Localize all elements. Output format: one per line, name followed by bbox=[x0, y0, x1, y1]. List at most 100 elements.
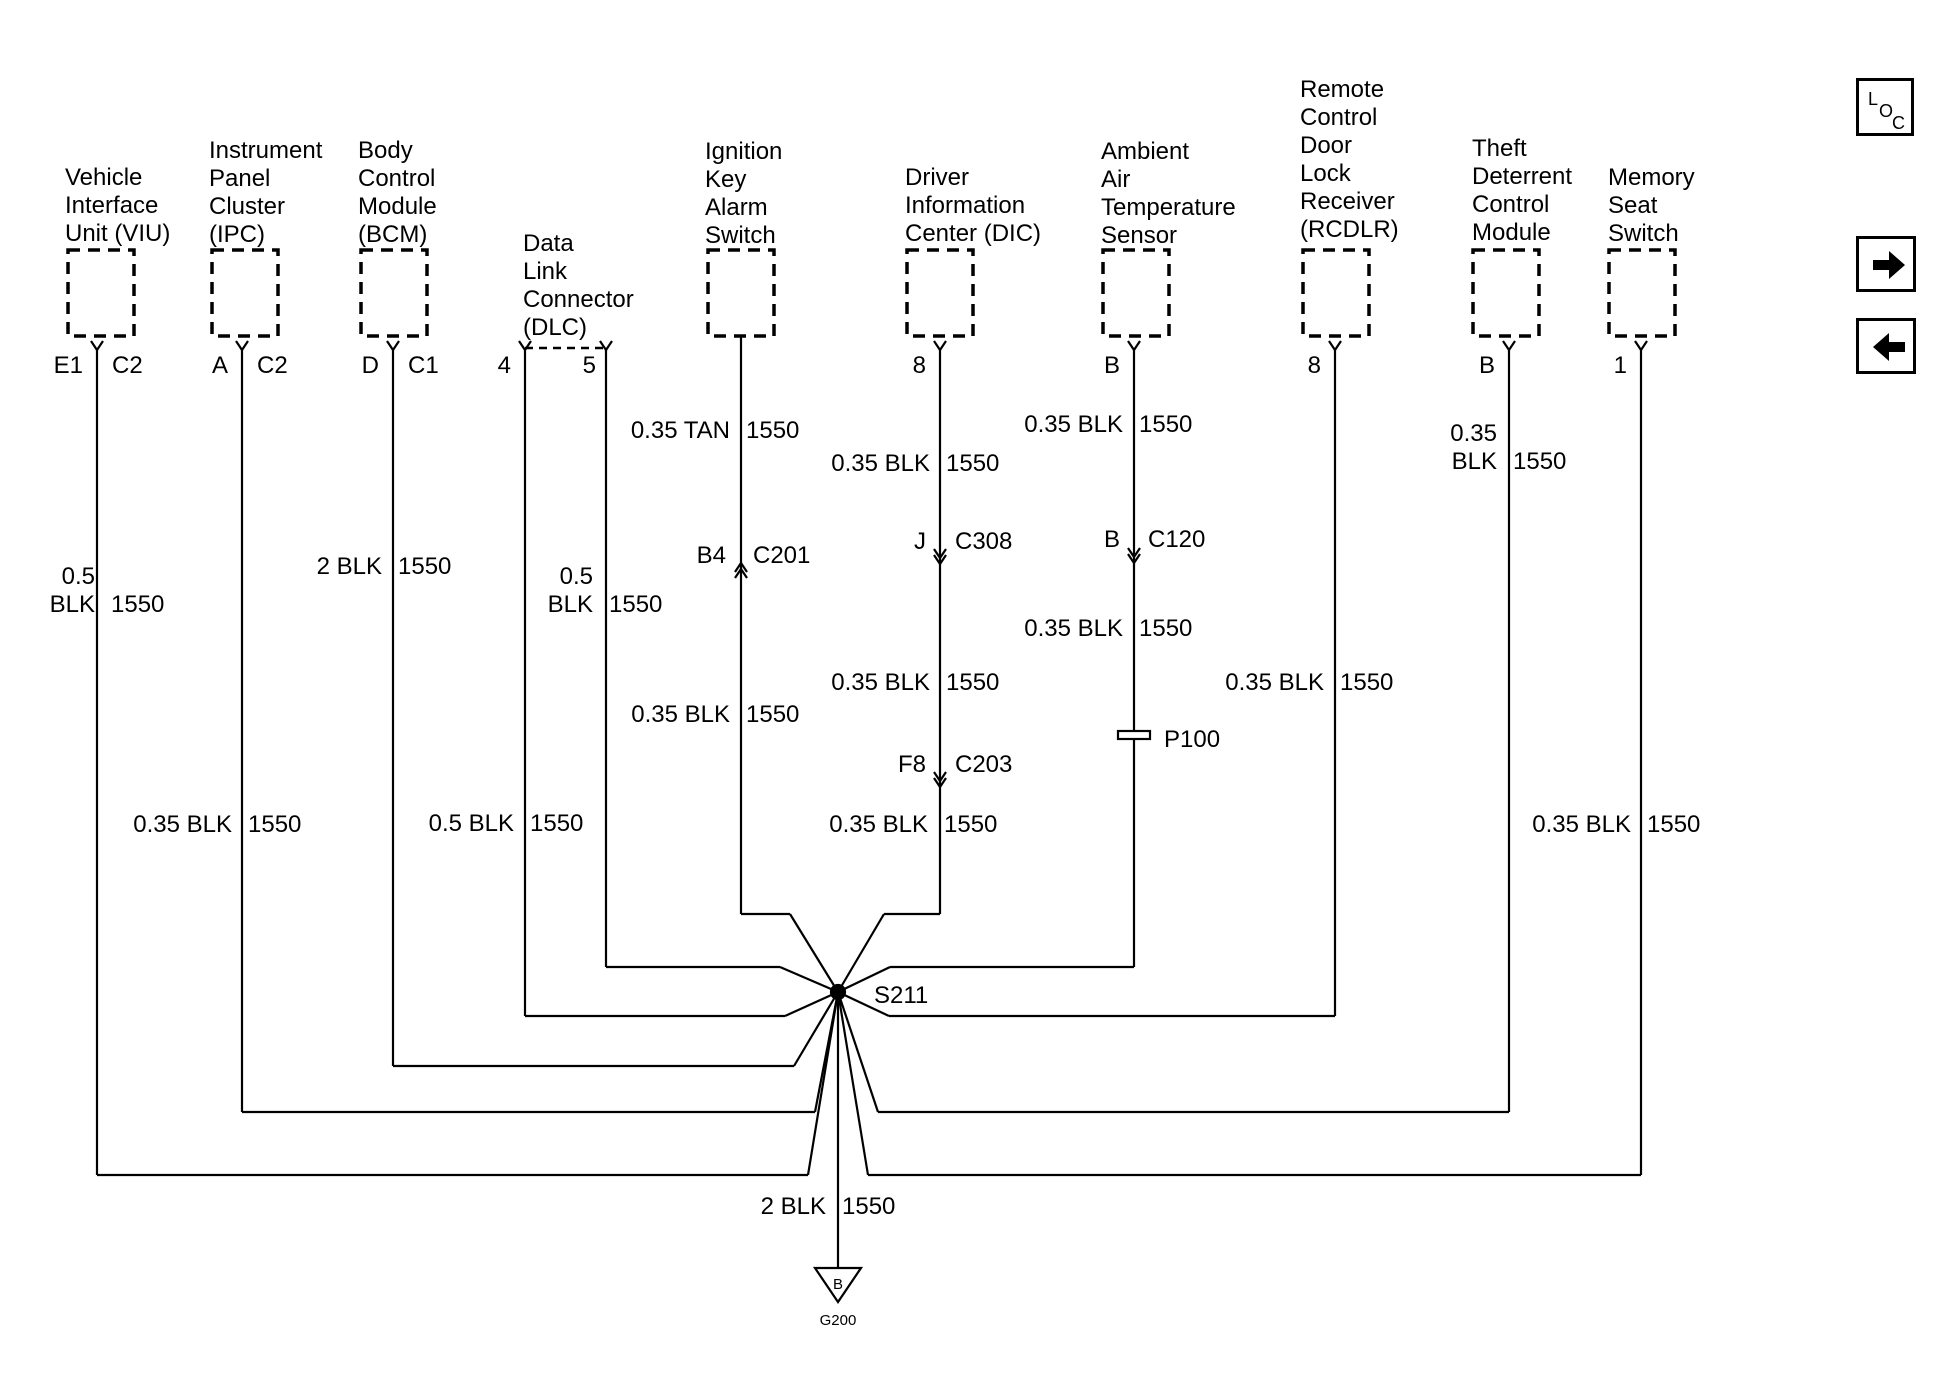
mss-label: Switch bbox=[1608, 220, 1679, 247]
dic-pin-left: 8 bbox=[913, 352, 926, 379]
w-bcm2-gauge-color: 0.5 BLK bbox=[429, 810, 514, 837]
rcdlr-box bbox=[1301, 248, 1371, 338]
aats-wire-fan bbox=[837, 966, 891, 993]
ikas-wire-fan bbox=[789, 913, 839, 993]
w-dic1-gauge-color: 0.35 BLK bbox=[831, 450, 930, 477]
aats-label: Ambient bbox=[1101, 138, 1189, 165]
location-icon: L O C bbox=[1868, 89, 1905, 133]
c308-pin: J bbox=[914, 528, 926, 555]
dlc-label: Link bbox=[523, 258, 568, 285]
w-viu-gauge-color: 0.5 bbox=[62, 563, 95, 590]
w-tdcm1-gauge-color: BLK bbox=[1452, 448, 1497, 475]
c120-name: C120 bbox=[1148, 526, 1205, 553]
w-aats2-gauge-color: 0.35 BLK bbox=[1024, 615, 1123, 642]
c308-arrow2 bbox=[933, 554, 947, 566]
bcm-pin-left: D bbox=[362, 352, 379, 379]
w-dic2-gauge-color: 0.35 BLK bbox=[831, 669, 930, 696]
c201-pin: B4 bbox=[697, 542, 726, 569]
splice-dot bbox=[829, 983, 847, 1001]
c201-male-arrow bbox=[734, 567, 748, 579]
c201-name: C201 bbox=[753, 542, 810, 569]
dlc5-wire-fan bbox=[779, 965, 839, 994]
tdcm-wire-fan bbox=[836, 991, 880, 1113]
w-dic1-circuit: 1550 bbox=[946, 450, 999, 477]
w-viu-circuit: 1550 bbox=[111, 591, 164, 618]
dlc-pin-left: 4 bbox=[498, 352, 511, 379]
dic-label: Driver bbox=[905, 164, 969, 191]
rcdlr-label: Receiver bbox=[1300, 188, 1395, 215]
terminal-fork bbox=[1634, 340, 1648, 352]
aats-label: Sensor bbox=[1101, 222, 1177, 249]
w-tdcm1-circuit: 1550 bbox=[1513, 448, 1566, 475]
bcm-label: Control bbox=[358, 165, 435, 192]
w-aats1-circuit: 1550 bbox=[1139, 411, 1192, 438]
c203-name: C203 bbox=[955, 751, 1012, 778]
ikas-label: Key bbox=[705, 166, 746, 193]
w-dlc-gauge-color: BLK bbox=[548, 591, 593, 618]
w-dic3-circuit: 1550 bbox=[944, 811, 997, 838]
mss-wire-fan bbox=[836, 991, 870, 1176]
rcdlr-label: Control bbox=[1300, 104, 1377, 131]
tdcm-label: Control bbox=[1472, 191, 1549, 218]
rcdlr-label: Door bbox=[1300, 132, 1352, 159]
arrow-left-icon bbox=[1873, 333, 1905, 361]
c308-name: C308 bbox=[955, 528, 1012, 555]
w-dic2-circuit: 1550 bbox=[946, 669, 999, 696]
dlc-pin-right: 5 bbox=[583, 352, 596, 379]
c203-pin: F8 bbox=[898, 751, 926, 778]
dlc-label: (DLC) bbox=[523, 314, 587, 341]
w-ikas2-gauge-color: 0.35 BLK bbox=[631, 701, 730, 728]
ground-symbol bbox=[812, 1266, 864, 1304]
viu-label: Interface bbox=[65, 192, 158, 219]
bcm-label: Body bbox=[358, 137, 413, 164]
w-bcm-circuit: 1550 bbox=[398, 553, 451, 580]
bcm-wire-fan bbox=[793, 991, 839, 1067]
viu-box bbox=[66, 248, 136, 338]
arrow-right-icon bbox=[1873, 251, 1905, 279]
dlc-label: Connector bbox=[523, 286, 634, 313]
mss-pin-left: 1 bbox=[1614, 352, 1627, 379]
terminal-fork bbox=[1502, 340, 1516, 352]
ikas-label: Ignition bbox=[705, 138, 782, 165]
previous-page-button[interactable] bbox=[1856, 318, 1916, 374]
aats-label: Air bbox=[1101, 166, 1130, 193]
terminal-fork bbox=[90, 340, 104, 352]
tdcm-pin-left: B bbox=[1479, 352, 1495, 379]
ipc-pin-right: C2 bbox=[257, 352, 288, 379]
aats-box bbox=[1101, 248, 1171, 338]
ipc-label: (IPC) bbox=[209, 221, 265, 248]
svg-text:C: C bbox=[1892, 113, 1905, 133]
w-ipc-gauge-color: 0.35 BLK bbox=[133, 811, 232, 838]
dic-box bbox=[905, 248, 975, 338]
tdcm-box bbox=[1471, 248, 1541, 338]
svg-text:O: O bbox=[1879, 101, 1893, 121]
tdcm-label: Module bbox=[1472, 219, 1551, 246]
next-page-button[interactable] bbox=[1856, 236, 1916, 292]
w-dic3-gauge-color: 0.35 BLK bbox=[829, 811, 928, 838]
w-aats1-gauge-color: 0.35 BLK bbox=[1024, 411, 1123, 438]
dic-wire-fan bbox=[837, 913, 885, 993]
c120-pin: B bbox=[1104, 526, 1120, 553]
w-tdcm2-circuit: 1550 bbox=[1647, 811, 1700, 838]
location-button[interactable]: L O C bbox=[1856, 78, 1914, 136]
ikas-label: Alarm bbox=[705, 194, 768, 221]
w-dlc-circuit: 1550 bbox=[609, 591, 662, 618]
svg-text:L: L bbox=[1868, 89, 1878, 109]
w-rcdlr-gauge-color: 0.35 BLK bbox=[1225, 669, 1324, 696]
ground-name: G200 bbox=[820, 1312, 857, 1329]
terminal-fork bbox=[933, 340, 947, 352]
ikas-label: Switch bbox=[705, 222, 776, 249]
viu-label: Unit (VIU) bbox=[65, 220, 170, 247]
pass-through-label: P100 bbox=[1164, 726, 1220, 753]
c120-arrow2 bbox=[1127, 553, 1141, 565]
w-ipc-circuit: 1550 bbox=[248, 811, 301, 838]
dic-label: Center (DIC) bbox=[905, 220, 1041, 247]
terminal-fork bbox=[386, 340, 400, 352]
ipc-label: Cluster bbox=[209, 193, 285, 220]
c203-arrow2 bbox=[933, 777, 947, 789]
aats-pin-left: B bbox=[1104, 352, 1120, 379]
mss-label: Seat bbox=[1608, 192, 1658, 219]
rcdlr-label: (RCDLR) bbox=[1300, 216, 1399, 243]
w-ground-circuit: 1550 bbox=[842, 1193, 895, 1220]
